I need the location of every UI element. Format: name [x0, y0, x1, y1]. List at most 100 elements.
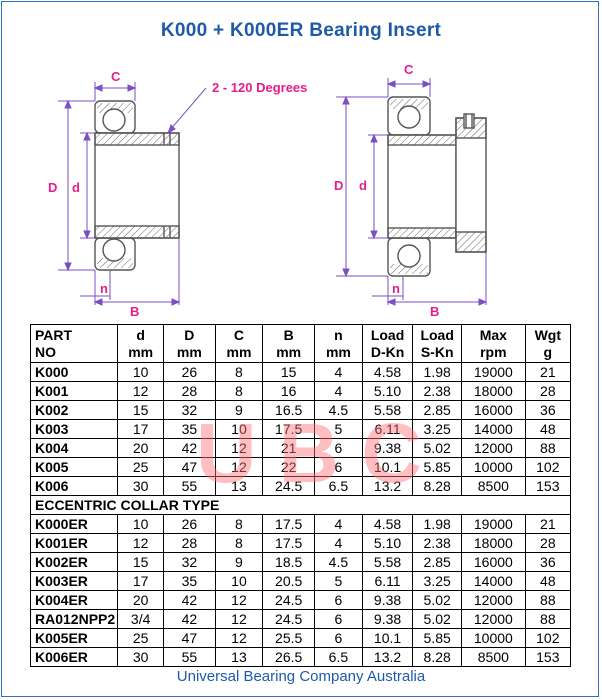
table-cell: 5.10 [361, 533, 414, 553]
table-cell: 12 [214, 628, 264, 648]
table-cell: 10 [117, 514, 165, 534]
table-cell: 48 [524, 571, 572, 591]
table-cell: 9 [214, 400, 264, 420]
column-header-line-1: PART [35, 326, 73, 343]
table-cell: 12 [117, 533, 165, 553]
column-header-line-1: Max [479, 326, 507, 343]
footer-company-name: Universal Bearing Company Australia [176, 668, 426, 685]
k000er-diagram [387, 96, 487, 277]
table-cell: 1.98 [412, 362, 463, 382]
table-cell: 36 [524, 400, 572, 420]
table-cell: 24.5 [262, 609, 315, 629]
table-cell: 4 [313, 514, 363, 534]
part-number-cell: K000ER [29, 514, 119, 534]
table-cell: 19000 [461, 514, 526, 534]
table-cell: 5 [313, 419, 363, 439]
table-cell: 88 [524, 609, 572, 629]
table-cell: 6 [313, 438, 363, 458]
table-cell: 4.5 [313, 552, 363, 572]
table-cell: 14000 [461, 571, 526, 591]
table-cell: 55 [163, 476, 216, 496]
table-cell: 10.1 [361, 457, 414, 477]
table-cell: 25 [117, 457, 165, 477]
table-cell: 12000 [461, 438, 526, 458]
table-cell: 12 [214, 609, 264, 629]
table-cell: 47 [163, 457, 216, 477]
table-cell: 47 [163, 628, 216, 648]
right-n-label: n [392, 281, 400, 296]
table-cell: 22 [262, 457, 315, 477]
table-cell: 36 [524, 552, 572, 572]
table-cell: 25 [117, 628, 165, 648]
table-cell: 15 [117, 552, 165, 572]
table-cell: 17.5 [262, 419, 315, 439]
part-number-cell: K001 [29, 381, 119, 401]
table-cell: 28 [163, 381, 216, 401]
table-cell: 3.25 [412, 571, 463, 591]
table-cell: 3/4 [117, 609, 165, 629]
table-cell: 16000 [461, 552, 526, 572]
table-cell: 12000 [461, 590, 526, 610]
table-cell: 4 [313, 381, 363, 401]
k000-diagram [94, 100, 180, 271]
table-cell: 5 [313, 571, 363, 591]
table-cell: 30 [117, 476, 165, 496]
part-number-cell: K004ER [29, 590, 119, 610]
table-cell: 4.58 [361, 514, 414, 534]
table-cell: 17.5 [262, 514, 315, 534]
table-cell: 21 [524, 514, 572, 534]
table-cell: 8500 [461, 647, 526, 667]
table-cell: 24.5 [262, 476, 315, 496]
table-cell: 28 [524, 381, 572, 401]
part-number-cell: K006 [29, 476, 119, 496]
table-cell: 20 [117, 590, 165, 610]
table-cell: 26 [163, 514, 216, 534]
page-title: K000 + K000ER Bearing Insert [160, 20, 442, 41]
table-cell: 14000 [461, 419, 526, 439]
column-header-line-2: D-Kn [370, 343, 405, 360]
table-cell: 20.5 [262, 571, 315, 591]
column-header-line-2: mm [276, 343, 302, 360]
table-cell: 5.10 [361, 381, 414, 401]
column-header-line-1: Wgt [534, 326, 562, 343]
part-number-cell: K006ER [29, 647, 119, 667]
table-cell: 9.38 [361, 590, 414, 610]
left-n-label: n [100, 281, 108, 296]
table-cell: 30 [117, 647, 165, 667]
part-number-cell: K002ER [29, 552, 119, 572]
table-cell: 5.58 [361, 400, 414, 420]
table-cell: 6 [313, 609, 363, 629]
column-header-line-1: Load [420, 326, 454, 343]
table-cell: 26.5 [262, 647, 315, 667]
column-header-line-2: rpm [480, 343, 507, 360]
table-cell: 153 [524, 647, 572, 667]
bearing-diagrams: C 2 - 120 Degrees D d n B [48, 62, 488, 319]
table-cell: 9.38 [361, 438, 414, 458]
part-number-cell: K005 [29, 457, 119, 477]
table-cell: 2.38 [412, 381, 463, 401]
table-cell: 6.11 [361, 571, 414, 591]
left-c-label: C [111, 69, 121, 84]
column-header-line-1: C [233, 326, 245, 343]
table-cell: 10.1 [361, 628, 414, 648]
table-cell: 17 [117, 571, 165, 591]
table-cell: 8 [214, 362, 264, 382]
table-cell: 12 [214, 438, 264, 458]
